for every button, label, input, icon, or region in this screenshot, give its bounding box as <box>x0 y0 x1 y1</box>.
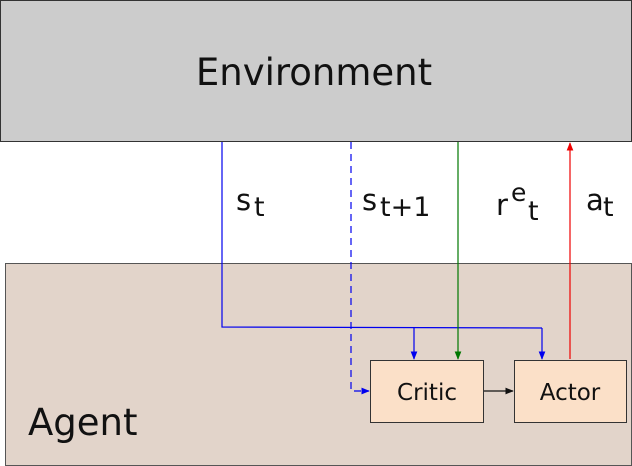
next-state-subscript: t+1 <box>380 192 430 223</box>
action-label: a t <box>586 183 614 223</box>
action-subscript: t <box>603 192 614 223</box>
next-state-symbol: s <box>362 183 377 217</box>
environment-block: Environment <box>0 0 632 142</box>
state-connector <box>221 142 546 360</box>
state-label: s t <box>236 183 265 223</box>
environment-label: Environment <box>196 51 432 94</box>
critic-node: Critic <box>370 360 484 423</box>
actor-label: Actor <box>540 380 601 406</box>
next-state-label: s t+1 <box>362 183 430 223</box>
actor-node: Actor <box>514 360 627 423</box>
state-line <box>221 142 543 329</box>
agent-label: Agent <box>28 401 138 444</box>
actor-box <box>514 360 627 423</box>
critic-box <box>370 360 484 423</box>
reward-superscript: e <box>511 178 526 207</box>
reward-subscript: t <box>528 196 539 227</box>
reward-symbol: r <box>496 188 508 222</box>
state-symbol: s <box>236 183 251 217</box>
critic-label: Critic <box>397 380 457 406</box>
environment-box <box>0 0 632 142</box>
state-subscript: t <box>254 192 265 223</box>
reward-label: r e t <box>496 178 539 227</box>
action-symbol: a <box>586 183 604 217</box>
